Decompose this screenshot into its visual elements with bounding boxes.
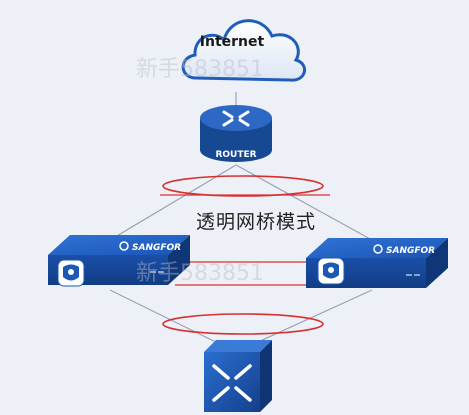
watermark-top: 新手583851 [136,57,264,82]
upper-ring [162,175,324,197]
switch-arrows-icon [212,364,252,402]
watermark-bottom: 新手583851 [136,261,264,286]
bridge-lines [160,194,330,286]
device-brand-right: SANGFOR [386,246,435,256]
link-router-left [109,164,237,241]
layer3-switch [204,340,272,412]
brand-swoosh-icon [119,241,129,251]
internet-cloud: Internet [181,19,306,82]
link-router-right [235,164,373,241]
cloud-label: Internet [200,34,265,50]
sangfor-device-right: SANGFOR [306,238,448,288]
sangfor-device-left: SANGFOR [48,235,190,287]
device-brand-left: SANGFOR [132,243,181,253]
router-arrows-icon [222,110,250,127]
router-label: ROUTER [215,150,256,160]
brand-swoosh-icon [373,244,383,254]
lower-ring [162,313,324,335]
mode-label: 透明网桥模式 [196,211,317,233]
router-node: ROUTER [200,105,272,162]
